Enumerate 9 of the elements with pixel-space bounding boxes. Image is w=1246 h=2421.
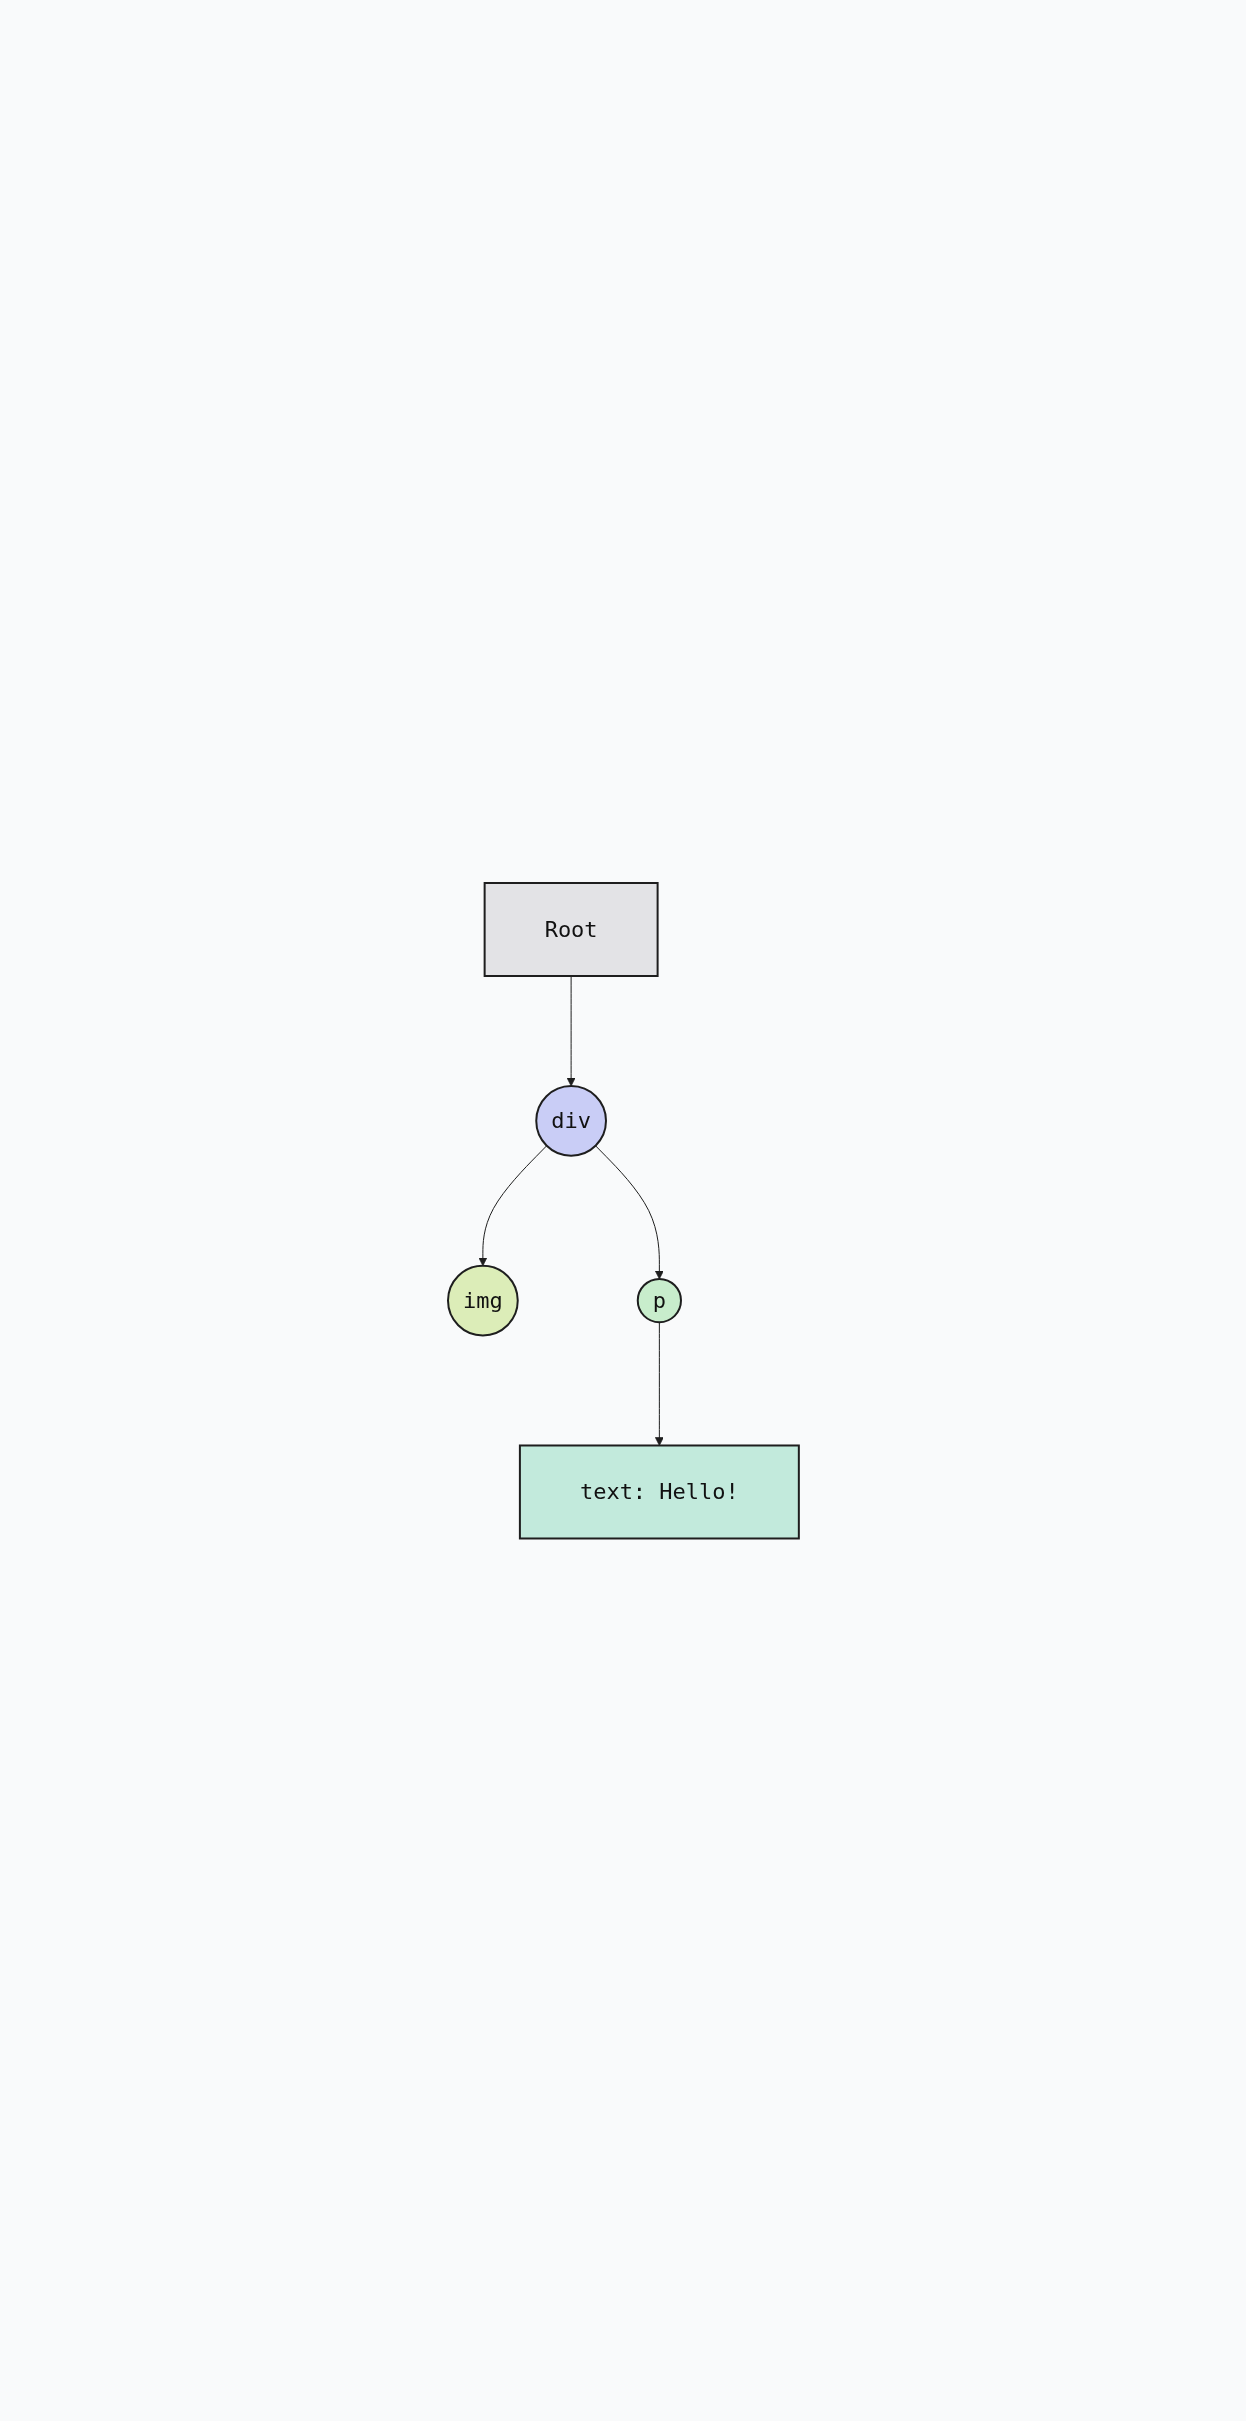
- arrow: [566, 975, 576, 1087]
- arrow: [654, 1321, 664, 1446]
- node-box: Root: [483, 881, 659, 977]
- node-circle: p: [636, 1277, 682, 1323]
- node-circle: img: [446, 1264, 519, 1337]
- arrow: [594, 1145, 664, 1280]
- node-box: text: Hello!: [518, 1444, 800, 1540]
- node-circle: div: [534, 1084, 607, 1157]
- arrow: [478, 1145, 547, 1266]
